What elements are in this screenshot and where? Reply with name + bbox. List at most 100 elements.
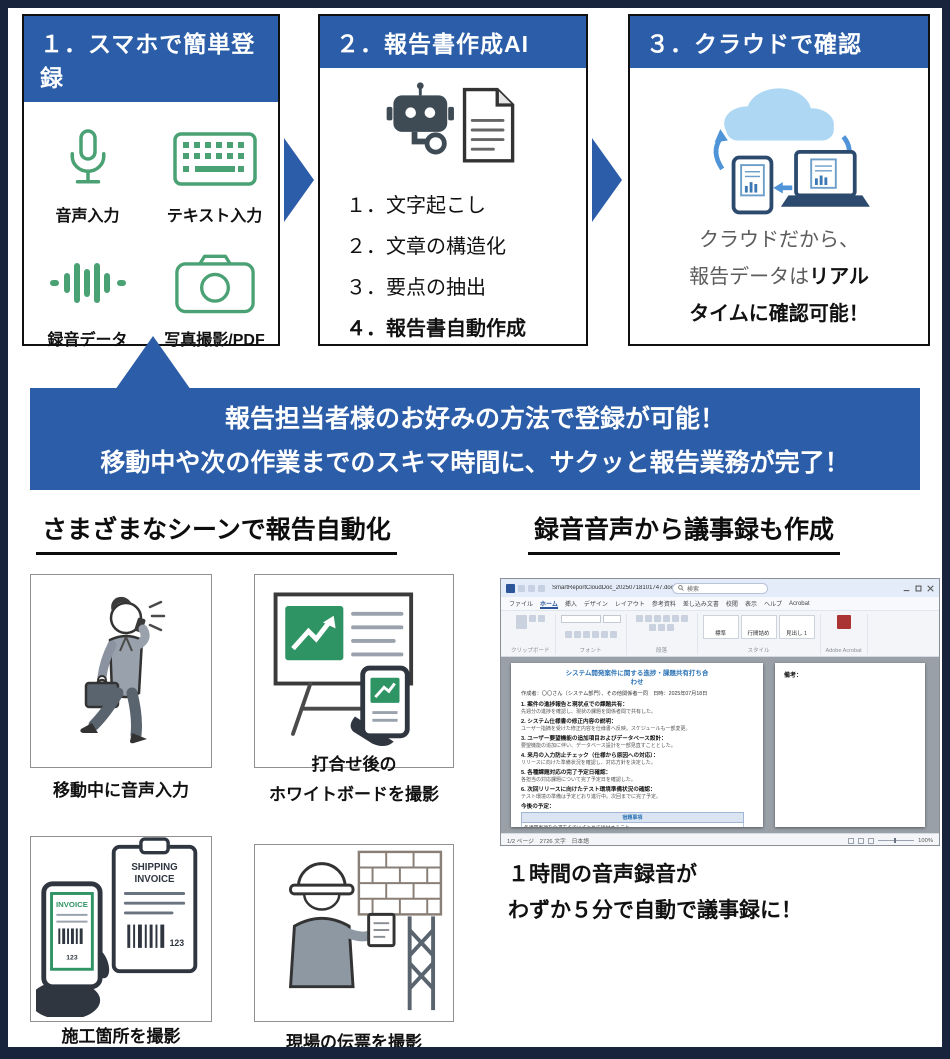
cloud-caption-line3: タイムに確認可能！ [689, 303, 869, 325]
web-layout-icon [868, 837, 875, 844]
maximize-icon [915, 585, 922, 591]
scene-card-site-slip [254, 844, 454, 1022]
tab-review: 校閲 [725, 602, 738, 608]
scene-caption-invoice: 施工箇所を撮影 [22, 1022, 220, 1047]
strikethrough-icon [591, 631, 599, 638]
voice-input-label: 音声入力 [55, 208, 120, 225]
tab-home: ホーム [540, 599, 558, 609]
read-mode-icon [848, 837, 855, 844]
scene-caption-whiteboard-line1: 打合せ後の [311, 755, 397, 774]
svg-text:123: 123 [170, 937, 185, 947]
scene-caption-site-slip-text: 現場の伝票を撮影 [286, 1033, 422, 1047]
banner-line-2: 移動中や次の作業までのスキマ時間に、サクッと報告業務が完了！ [100, 449, 850, 477]
line-spacing-icon [649, 624, 657, 631]
svg-text:INVOICE: INVOICE [135, 873, 175, 884]
minutes-heading: 録音音声から議事録も作成 [528, 510, 841, 555]
scene-caption-whiteboard: 打合せ後の ホワイトボードを撮影 [232, 750, 476, 810]
tab-references: 参考資料 [651, 602, 676, 608]
ribbon-tabs: ファイル ホーム 挿入 デザイン レイアウト 参考資料 差し込み文書 校閲 表示… [501, 597, 939, 611]
doc-section: 2. システム仕様書の修正内容の説明：ユーザー指摘を受けた修正内容を仕様書へ反映… [521, 719, 691, 733]
ribbon-group-paragraph: 段落 [627, 614, 698, 655]
ai-step-3: ３．要点の抽出 [346, 277, 486, 299]
minutes-doc-title: システム開発案件に関する進捗・課題共有打ち合 わせ [565, 670, 709, 686]
step-box-3: ３．クラウドで確認 [628, 14, 930, 346]
svg-text:SHIPPING: SHIPPING [131, 862, 177, 873]
ribbon-group-clipboard: クリップボード [506, 614, 556, 655]
svg-text:123: 123 [66, 954, 78, 961]
walking-businessman-illustration [46, 585, 196, 758]
highlight-icon [600, 631, 608, 638]
svg-text:INVOICE: INVOICE [56, 900, 88, 909]
tab-mailings: 差し込み文書 [682, 602, 719, 608]
robot-document-icon [320, 68, 586, 180]
text-input-label: テキスト入力 [166, 208, 263, 225]
flow-arrow-2-icon [592, 134, 622, 231]
copy-icon [537, 615, 545, 622]
step-1-title: １．スマホで簡単登録 [24, 16, 278, 102]
doc-section: 今後の予定： [521, 804, 555, 811]
align-center-icon [671, 615, 679, 622]
minutes-doc-meta: 作成者：〇〇さん（システム部門）、その他関係者一同 日時：2025年07月18日 [521, 690, 708, 697]
minutes-caption-line1: １時間の音声録音が [508, 863, 697, 886]
document-page-2: 備考： [775, 663, 925, 827]
paragraph-group-label: 段落 [656, 648, 668, 654]
underline-icon [582, 631, 590, 638]
font-color-icon [609, 631, 617, 638]
close-icon [927, 584, 934, 592]
search-label: 検索 [687, 586, 700, 593]
save-icon [518, 584, 525, 592]
step-box-2: ２．報告書作成AI [318, 14, 588, 346]
bold-icon [564, 631, 572, 638]
notes-label: 備考： [784, 673, 803, 679]
ribbon-group-font: フォント [556, 614, 627, 655]
doc-section: 5. 各種課題対応の完了予定日確認：各担当の対応課題について完了予定日を確認した… [521, 770, 636, 784]
scene-card-voice-on-the-move [30, 574, 212, 768]
construction-worker-illustration [259, 848, 449, 1019]
status-left-text: 1/2 ページ 2726 文字 日本語 [507, 839, 590, 845]
indent-icon [653, 615, 661, 622]
step-box-1: １．スマホで簡単登録 音声入力 [22, 14, 280, 349]
search-box: 検索 [672, 582, 768, 594]
tab-file: ファイル [509, 602, 534, 608]
scene-card-whiteboard [254, 574, 454, 768]
style-heading1: 見出し 1 [778, 615, 815, 639]
photo-pdf-cell: 写真撮影/PDF [151, 248, 278, 350]
whiteboard-photo-illustration [262, 585, 446, 758]
font-size-box [602, 615, 621, 623]
ai-step-4: ４．報告書自動作成 [346, 318, 526, 340]
ribbon-group-adobe: Adobe Acrobat [821, 614, 868, 655]
paste-icon [515, 615, 527, 629]
camera-icon [174, 248, 255, 318]
infographic-canvas: １．スマホで簡単登録 音声入力 [8, 8, 942, 1047]
scenes-heading: さまざまなシーンで報告自動化 [36, 510, 397, 555]
window-controls [903, 584, 934, 592]
tab-help: ヘルプ [763, 602, 782, 608]
ai-step-1: １．文字起こし [346, 195, 486, 217]
cloud-caption-line2-bold: リアル [809, 266, 869, 288]
style-no-spacing: 行間詰め [740, 615, 777, 639]
redo-icon [538, 584, 545, 592]
cloud-caption-line2: 報告データは [689, 266, 810, 288]
ai-steps-list: １．文字起こし ２．文章の構造化 ３．要点の抽出 ４．報告書自動作成 [320, 180, 586, 350]
status-right: 100% [848, 837, 933, 844]
scene-caption-voice: 移動中に音声入力 [30, 776, 212, 806]
text-input-cell: テキスト入力 [151, 124, 278, 226]
speech-bubble-tail [103, 336, 203, 395]
undo-icon [528, 584, 535, 592]
step-2-title: ２．報告書作成AI [320, 16, 586, 68]
recording-cell: 録音データ [24, 248, 151, 350]
ai-step-2: ２．文章の構造化 [346, 236, 506, 258]
clipboard-group-label: クリップボード [511, 648, 550, 654]
doc-section: 6. 次回リリースに向けたテスト環境準備状況の確認：テスト環境の準備は予定どおり… [521, 787, 662, 801]
benefit-banner: 報告担当者様のお好みの方法で登録が可能！ 移動中や次の作業までのスキマ時間に、サ… [30, 388, 920, 490]
scene-card-invoice: SHIPPING INVOICE 123 INVOICE [30, 836, 212, 1022]
flow-arrow-1-icon [284, 134, 314, 231]
minutes-caption-line2: わずか５分で自動で議事録に！ [508, 899, 802, 922]
adobe-group-label: Adobe Acrobat [825, 648, 862, 654]
document-page-1: システム開発案件に関する進捗・課題共有打ち合 わせ 作成者：〇〇さん（システム部… [511, 663, 763, 827]
document-title: SmartReportCloudDoc_20250718101747.docx [552, 585, 677, 591]
photo-pdf-label: 写真撮影/PDF [164, 332, 265, 349]
numbering-icon [644, 615, 652, 622]
scene-caption-voice-text: 移動中に音声入力 [53, 781, 189, 800]
